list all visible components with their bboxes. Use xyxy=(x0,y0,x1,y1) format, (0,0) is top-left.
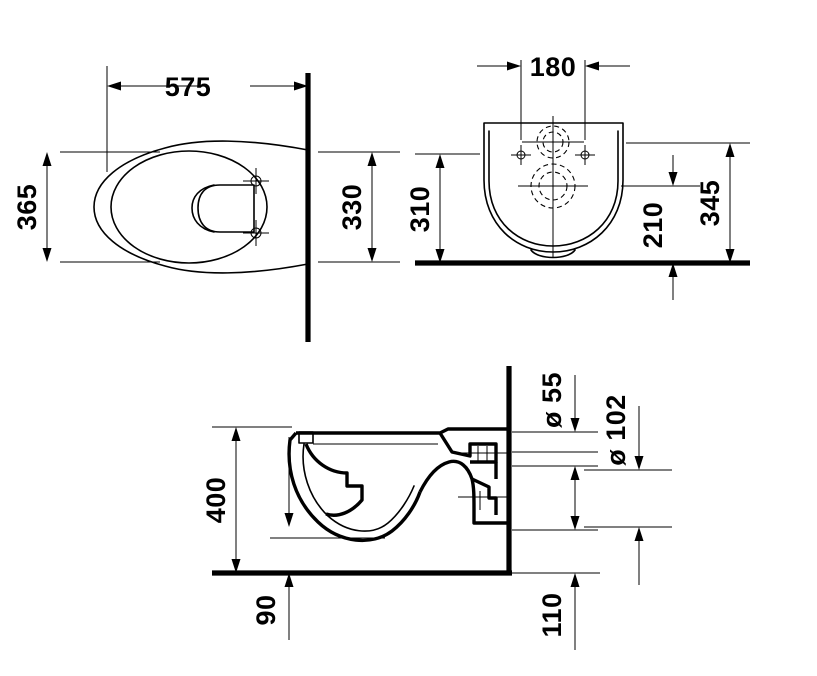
section-top-rim xyxy=(296,427,509,435)
dim-arrow-55-span-top xyxy=(570,466,580,480)
flush-recess-arc xyxy=(191,184,215,233)
dim-label-102: ø 102 xyxy=(601,394,631,466)
bowl-outer-outline xyxy=(93,140,309,274)
dim-arrow-180-left xyxy=(507,61,521,71)
view-top-plan: 575 365 330 xyxy=(12,66,400,342)
dim-arrow-110 xyxy=(570,573,580,587)
dim-arrow-400-bottom xyxy=(231,559,241,573)
dim-label-110: 110 xyxy=(537,592,567,637)
dim-arrow-bowl-depth xyxy=(284,513,294,527)
dim-label-310: 310 xyxy=(405,186,435,233)
dim-arrow-330-bottom xyxy=(367,248,377,262)
view-side-section: 400 90 110 ø 55 ø 102 xyxy=(201,366,672,650)
section-trap-curve xyxy=(418,459,476,509)
fixing-hole-upper xyxy=(243,168,269,194)
view-front-elevation: 180 xyxy=(405,52,750,300)
fixing-hole-lower xyxy=(243,220,269,246)
section-outlet-throat xyxy=(471,477,498,515)
dim-arrow-210-bottom xyxy=(668,263,678,277)
dim-label-400: 400 xyxy=(201,477,231,524)
dim-arrow-575-right xyxy=(294,81,308,91)
dim-arrow-345-top xyxy=(725,143,735,157)
dim-label-210: 210 xyxy=(638,202,668,249)
section-bowl-front-wall xyxy=(287,431,422,543)
dim-arrow-210-top xyxy=(668,172,678,186)
dim-arrow-102-lower xyxy=(634,527,644,541)
dim-arrow-55 xyxy=(570,418,580,432)
fixing-bolt-right-front xyxy=(575,145,595,165)
section-outlet-lower xyxy=(472,508,509,525)
dim-label-180: 180 xyxy=(530,52,577,82)
dim-arrow-55-span-bottom xyxy=(570,516,580,530)
bowl-inner-rim xyxy=(110,150,268,264)
section-bowl-shelf xyxy=(304,443,364,517)
dim-label-345: 345 xyxy=(695,180,725,227)
dim-arrow-365-top xyxy=(42,152,52,166)
dim-arrow-575-left xyxy=(107,81,121,91)
section-rim-block xyxy=(298,431,314,444)
dim-arrow-365-bottom xyxy=(42,248,52,262)
dim-arrow-345-bottom xyxy=(725,249,735,263)
flush-recess-shape xyxy=(197,184,255,233)
dim-arrow-310-top xyxy=(435,154,445,168)
dim-arrow-310-bottom xyxy=(435,249,445,263)
section-flush-inlet xyxy=(438,432,498,464)
dim-arrow-102-upper xyxy=(634,456,644,470)
dim-label-55: ø 55 xyxy=(537,372,567,428)
section-bowl-inner-contour xyxy=(302,443,415,532)
dim-arrow-400-top xyxy=(231,427,241,441)
dim-arrow-330-top xyxy=(367,152,377,166)
dim-arrow-180-right xyxy=(585,61,599,71)
dim-label-575: 575 xyxy=(165,72,212,102)
dim-label-90: 90 xyxy=(251,594,281,625)
dim-arrow-90 xyxy=(284,573,294,587)
dim-label-365: 365 xyxy=(12,184,42,231)
dim-label-330: 330 xyxy=(337,184,367,231)
fixing-bolt-left-front xyxy=(511,145,531,165)
